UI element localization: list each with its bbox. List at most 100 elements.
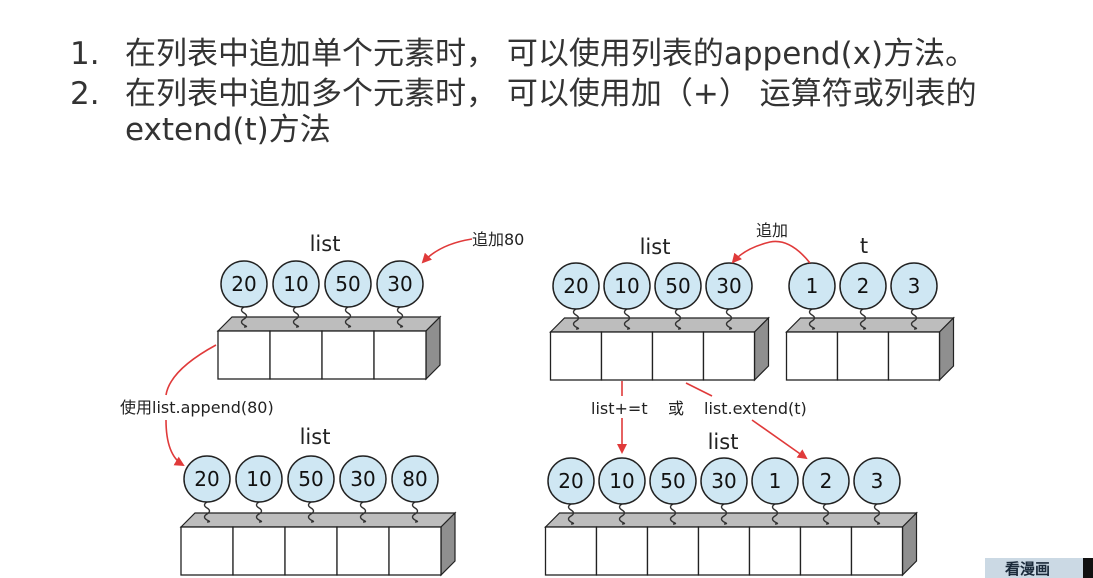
value-label: 50 <box>665 274 690 298</box>
list-slot-box <box>373 330 427 380</box>
value-label: 10 <box>283 272 308 296</box>
append-annotation-arrow <box>421 238 473 264</box>
value-balloon <box>649 457 697 505</box>
value-label: 30 <box>387 272 412 296</box>
value-balloon <box>324 260 372 308</box>
value-label: 50 <box>298 467 323 491</box>
list-slot-box <box>836 331 890 381</box>
bullet-number: 2. <box>70 76 100 112</box>
value-balloon <box>552 262 600 310</box>
corner-badge: 看漫画 <box>985 558 1093 578</box>
spring <box>674 308 682 330</box>
value-label: 10 <box>614 274 639 298</box>
value-balloon <box>547 457 595 505</box>
value-balloon <box>272 260 320 308</box>
spring <box>873 503 881 525</box>
value-label: 20 <box>558 469 583 493</box>
spring <box>292 306 300 328</box>
bullet-list: 1. 在列表中追加单个元素时， 可以使用列表的append(x)方法。 2. 在… <box>70 36 1093 152</box>
right-top-list-label: list <box>640 235 671 259</box>
list-slot-box <box>284 526 338 576</box>
spring <box>618 503 626 525</box>
bullet-item: 1. 在列表中追加单个元素时， 可以使用列表的append(x)方法。 <box>70 36 1093 72</box>
list-slot-box <box>850 526 904 576</box>
append-flow-arrow-bottom <box>165 419 185 467</box>
value-balloon <box>287 455 335 503</box>
value-label: 2 <box>857 274 870 298</box>
list-slot-box <box>600 331 654 381</box>
list-slot-box <box>180 526 234 576</box>
spring <box>808 308 816 330</box>
box-row-top <box>544 512 918 528</box>
value-balloon <box>235 455 283 503</box>
value-balloon <box>700 457 748 505</box>
value-label: 2 <box>820 469 833 493</box>
box-row-top <box>549 317 770 333</box>
right-t-label: t <box>860 234 868 258</box>
bullet-text: 在列表中追加单个元素时， 可以使用列表的append(x)方法。 <box>125 36 977 72</box>
spring <box>623 308 631 330</box>
list-slot-box <box>549 331 603 381</box>
right-append-annotation: 追加 <box>756 221 788 240</box>
spring <box>669 503 677 525</box>
spring <box>411 501 419 523</box>
value-label: 30 <box>711 469 736 493</box>
right-bottom-list-label: list <box>708 430 739 454</box>
badge-edge <box>1083 558 1093 578</box>
spring <box>359 501 367 523</box>
list-slot-box <box>269 330 323 380</box>
value-label: 10 <box>246 467 271 491</box>
value-balloon <box>890 262 938 310</box>
list-slot-box <box>799 526 853 576</box>
list-slot-box <box>651 331 705 381</box>
spring <box>822 503 830 525</box>
value-label: 20 <box>194 467 219 491</box>
spring <box>396 306 404 328</box>
list-slot-box <box>217 330 271 380</box>
left-action-label: 使用list.append(80) <box>120 398 274 417</box>
box-row-top <box>785 317 955 333</box>
value-balloon <box>220 260 268 308</box>
left-top-list-label: list <box>310 232 341 256</box>
list-slot-box <box>785 331 839 381</box>
value-balloon <box>391 455 439 503</box>
list-slot-box <box>321 330 375 380</box>
value-label: 50 <box>660 469 685 493</box>
spring <box>255 501 263 523</box>
list-slot-box <box>232 526 286 576</box>
spring <box>307 501 315 523</box>
value-balloon <box>788 262 836 310</box>
value-balloon <box>853 457 901 505</box>
left-bottom-list-label: list <box>300 425 331 449</box>
extend-label: list.extend(t) <box>704 399 807 418</box>
list-slot-box <box>702 331 756 381</box>
extend-arrow-top <box>685 382 713 397</box>
value-balloon <box>376 260 424 308</box>
value-balloon <box>339 455 387 503</box>
list-slot-box <box>748 526 802 576</box>
value-balloon <box>603 262 651 310</box>
append-flow-arrow-top <box>165 344 217 396</box>
list-slot-box <box>544 526 598 576</box>
value-balloon <box>598 457 646 505</box>
spring <box>344 306 352 328</box>
value-label: 20 <box>563 274 588 298</box>
value-label: 30 <box>350 467 375 491</box>
value-balloon <box>654 262 702 310</box>
value-balloon <box>839 262 887 310</box>
value-label: 3 <box>908 274 921 298</box>
value-label: 3 <box>871 469 884 493</box>
spring <box>910 308 918 330</box>
spring <box>240 306 248 328</box>
spring <box>567 503 575 525</box>
list-slot-box <box>388 526 442 576</box>
list-slot-box <box>646 526 700 576</box>
box-row-top <box>216 316 442 332</box>
value-balloon <box>183 455 231 503</box>
value-label: 80 <box>402 467 427 491</box>
spring <box>572 308 580 330</box>
spring <box>771 503 779 525</box>
extend-arrow-bottom <box>751 419 808 460</box>
or-label: 或 <box>668 399 684 418</box>
